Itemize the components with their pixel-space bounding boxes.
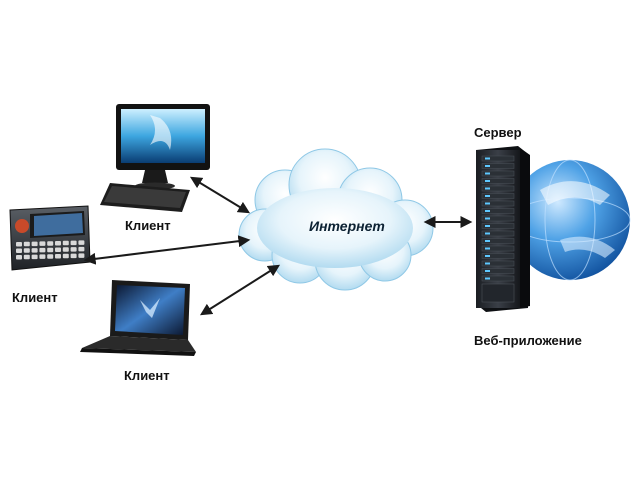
smartphone-icon (9, 205, 91, 271)
server-label: Сервер (474, 125, 522, 140)
client-laptop-label: Клиент (124, 368, 170, 383)
client-desktop-label: Клиент (125, 218, 171, 233)
laptop-icon (80, 280, 196, 356)
web-app-label: Веб-приложение (474, 333, 582, 348)
desktop-computer-icon (100, 104, 210, 212)
server-rack-icon (476, 146, 530, 312)
arrow-desktop-internet (189, 176, 251, 214)
internet-label: Интернет (309, 218, 385, 234)
cloud-icon (238, 148, 434, 291)
connection-arrows (83, 176, 473, 316)
client-phone-label: Клиент (12, 290, 58, 305)
arrow-laptop-internet (199, 264, 281, 316)
arrow-phone-internet (83, 235, 251, 265)
globe-icon (509, 159, 631, 281)
